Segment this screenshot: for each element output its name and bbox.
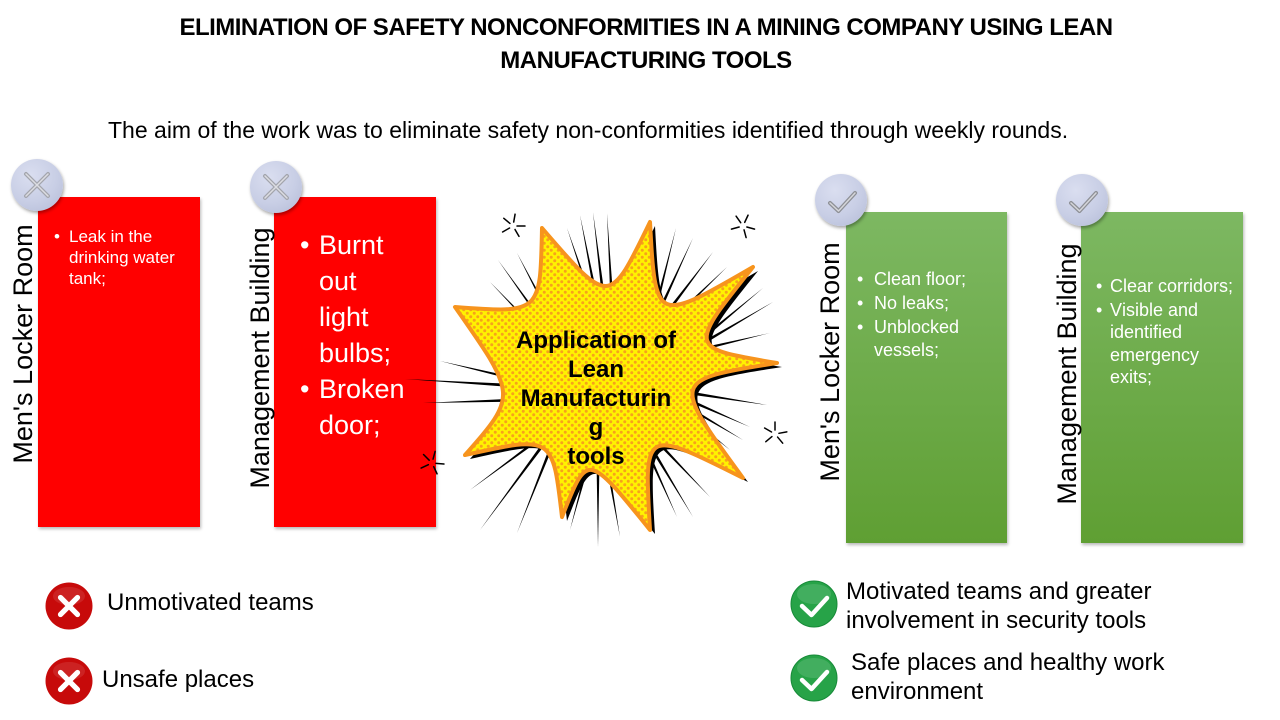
green-check-circle-icon [790,654,838,702]
nonconformity-card-locker-room: Leak in the drinking water tank; [38,197,200,527]
speed-line [697,333,770,352]
icon-glyph-highlight [264,175,288,199]
burst-caption: Application of Lean Manufacturing tools [514,326,678,471]
card-label: Management Building [1052,243,1082,505]
icon-gloss [53,587,85,605]
sparkle-ray [776,436,784,444]
icon-glyph-highlight [829,192,856,212]
icon-circle [790,580,838,628]
icon-circle [790,654,838,702]
sparkle-ray [778,431,788,435]
icon-glyph [57,594,81,618]
nonconformity-list: Burnt out light bulbs; Broken door; [300,227,409,443]
page-title: ELIMINATION OF SAFETY NONCONFORMITIES IN… [179,14,1113,74]
sparkle-ray [735,215,742,224]
check-circle-graphic [790,580,838,628]
x-mark-icon [24,172,50,198]
icon-glyph-highlight [1070,192,1097,212]
speed-line [683,390,767,405]
nonconformity-list: Leak in the drinking water tank; [54,226,194,289]
speed-line [517,253,554,321]
sparkle-ray [746,226,756,230]
speed-line [683,403,743,440]
sparkle-ray [730,226,740,230]
card-label: Men's Locker Room [8,224,38,464]
sparkle-ray [503,217,511,225]
sparkle-ray [743,229,747,239]
result-list: Clean floor; No leaks; Unblocked vessels… [857,268,1002,362]
speed-line [664,252,713,315]
speed-line [423,398,521,403]
sparkle-icon [501,213,526,238]
green-check-circle-icon [790,580,838,628]
speed-line [607,213,614,303]
icon-glyph [799,669,830,692]
icon-glyph-highlight [25,173,49,197]
speed-line [697,302,773,348]
sparkle-icon [730,214,756,239]
aim-statement: The aim of the work was to eliminate saf… [108,117,1069,143]
speed-line [440,361,521,382]
sparkle-ray [512,213,516,223]
list-item: Burnt out light bulbs; [300,227,409,371]
list-item: Visible and identified emergency exits; [1096,299,1238,389]
sparkle-ray [514,228,520,238]
negative-outcome-text: Unsafe places [102,666,255,693]
icon-glyph [799,595,830,618]
list-item: Clean floor; [857,268,1002,291]
x-circle-graphic [45,582,93,630]
speed-line [580,215,599,303]
icon-glyph [57,669,81,693]
red-x-circle-icon [45,582,93,630]
list-item: Unblocked vessels; [857,316,1002,362]
red-x-circle-icon [45,657,93,705]
card-label: Management Building [245,227,275,489]
sparkle-icon [763,421,788,444]
negative-outcome-text: Unmotivated teams [107,589,314,616]
positive-outcome-text: Safe places and healthy work environment [851,649,1165,705]
card-label: Men's Locker Room [815,242,845,482]
check-circle-graphic [790,654,838,702]
icon-gloss [797,658,831,678]
status-badge [815,174,867,226]
burst-caption-line: Application of Lean Manufacturing [516,327,676,441]
speed-line [593,212,606,303]
result-card-management-building: Clear corridors; Visible and identified … [1081,212,1243,543]
speed-line [656,238,693,315]
status-badge [250,161,302,213]
sparkle-ray [765,435,773,443]
list-item: Clear corridors; [1096,275,1238,298]
icon-gloss [53,662,85,680]
sparkle-ray [763,427,773,433]
check-mark-icon [828,191,857,213]
list-item: Leak in the drinking water tank; [54,226,194,289]
positive-outcome-text: Motivated teams and greater involvement … [846,578,1152,634]
check-mark-icon [1069,191,1098,213]
result-card-locker-room: Clean floor; No leaks; Unblocked vessels… [846,212,1007,543]
speed-line [696,288,763,344]
icon-glyph-shadow [1069,191,1098,213]
x-circle-graphic [45,657,93,705]
icon-glyph-shadow [828,191,857,213]
nonconformity-card-management-building: Burnt out light bulbs; Broken door; [274,197,436,527]
sparkle-ray [501,227,511,233]
list-item: Broken door; [300,371,409,443]
status-badge [11,159,63,211]
list-item: No leaks; [857,292,1002,315]
speed-line [498,260,550,331]
sparkle-ray [435,462,445,465]
icon-gloss [797,584,831,604]
sparkle-ray [743,214,749,224]
burst-caption-line: tools [567,443,625,470]
speed-line [672,267,727,320]
status-badge [1056,174,1108,226]
x-mark-icon [263,174,289,200]
speed-line [683,410,730,450]
speed-line [683,396,750,427]
speed-line [653,228,676,313]
result-list: Clear corridors; Visible and identified … [1096,275,1238,389]
speed-line [567,228,594,303]
